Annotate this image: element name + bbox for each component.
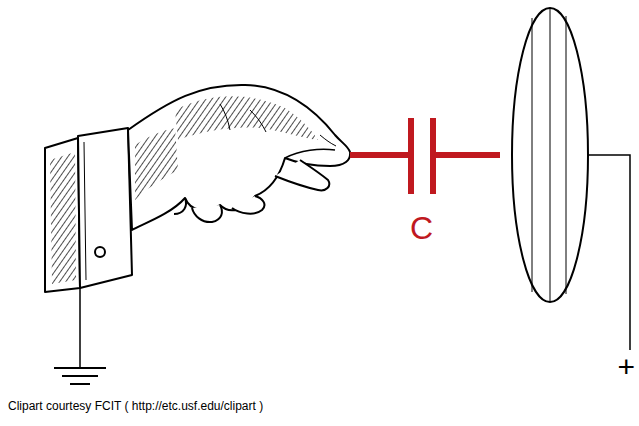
electrode-plate	[512, 8, 588, 302]
capacitor-symbol	[350, 118, 500, 194]
wire	[588, 155, 630, 350]
hand-clipart	[45, 85, 350, 292]
ground-symbol	[54, 285, 106, 384]
capacitor-label: C	[410, 212, 433, 244]
terminal-label: +	[617, 352, 635, 382]
caption-text: Clipart courtesy FCIT ( http://etc.usf.e…	[8, 400, 263, 412]
